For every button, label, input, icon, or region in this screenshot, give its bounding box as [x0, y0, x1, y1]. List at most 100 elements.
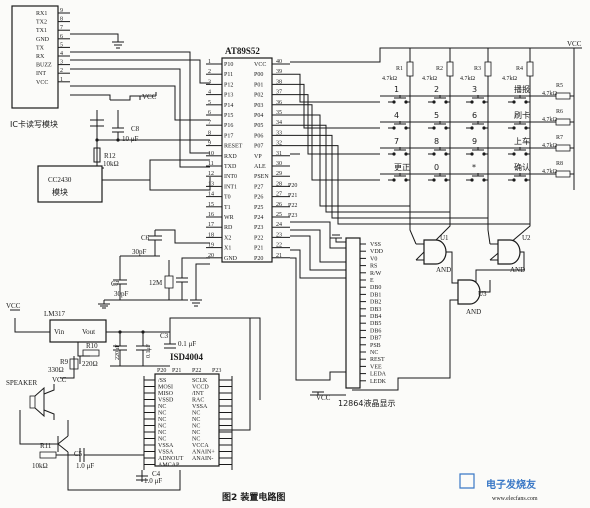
key-switch-icon	[388, 173, 410, 181]
isd-left-pin-label: MISO	[158, 391, 174, 397]
card-pin-label: GND	[36, 37, 50, 43]
resistor-value: 4.7kΩ	[382, 76, 398, 82]
and-gates: U1 AND U2 AND U3 AND	[352, 234, 531, 391]
key-contact	[432, 100, 436, 104]
gate-u2: U2 AND	[458, 234, 531, 298]
isd-left-pin-label: /SS	[158, 378, 166, 384]
isd-left-pin-label: NC	[158, 404, 166, 410]
mcu-right-pin-number: 28	[276, 181, 282, 187]
gate-u3-type: AND	[466, 308, 481, 316]
c6-value: 30pF	[132, 248, 147, 256]
isd-net-label: P21	[172, 368, 181, 374]
mcu-right-pin-label: P03	[254, 103, 263, 109]
mcu-right-pin-label: P23	[254, 225, 263, 231]
isd-left-pin-label: NC	[158, 424, 166, 430]
key-label: 9	[472, 137, 477, 146]
mcu-right-pin-number: 27	[276, 192, 282, 198]
isd-right-pin-label: NC	[192, 417, 200, 423]
key-switch-icon	[388, 95, 410, 103]
key-contact	[524, 100, 528, 104]
lcd-pin-label: V0	[370, 256, 377, 262]
card-pin-label: INT	[36, 71, 46, 77]
key-contact	[444, 126, 448, 130]
p0-row-wire	[290, 83, 380, 129]
lcd-pin-label: E	[370, 278, 374, 284]
isd-right-pin-label: ANAIN-	[192, 456, 213, 462]
mcu-right-pin-number: 30	[276, 161, 282, 167]
mcu-left-pin-number: 6	[208, 110, 211, 116]
gate-u1-name: U1	[440, 234, 449, 242]
mcu-right-pin-label: P01	[254, 82, 263, 88]
cc2430-module: CC2430 模块	[37, 159, 211, 203]
isd-right-pin-label: ANAIN+	[192, 450, 215, 456]
lcd-pin-label: R/W	[370, 271, 382, 277]
mcu-left-pin-number: 8	[208, 130, 211, 136]
resistor-name: R2	[436, 66, 443, 72]
key-switch-icon	[466, 147, 488, 155]
mcu-right-pin-label: VP	[254, 154, 262, 160]
mcu-right-pin-label: P22	[254, 235, 263, 241]
key-contact	[470, 178, 474, 182]
card-pin-label: TX1	[36, 28, 47, 34]
card-pin-number: 1	[60, 77, 63, 83]
mcu-right-pin-label: P00	[254, 72, 263, 78]
mcu-right-pin-label: ALE	[254, 164, 266, 170]
pullup-resistor	[555, 92, 571, 100]
isd-left-pin-label: AMCAP	[158, 463, 180, 469]
card-reader-box	[11, 5, 59, 109]
mcu-right-pin-label: P21	[254, 246, 263, 252]
pullup-resistor	[555, 144, 571, 152]
p0-row-wire	[290, 94, 380, 155]
isd-right-pin-label: NC	[192, 424, 200, 430]
resistor-name: R4	[516, 66, 523, 72]
isd-left-pin-label: VSSD	[158, 398, 174, 404]
lcd-connector	[345, 237, 361, 389]
key-switch-icon	[508, 121, 530, 129]
resistor-name: R7	[556, 135, 563, 141]
mcu-left-pin-number: 17	[208, 222, 214, 228]
key-switch-icon	[508, 147, 530, 155]
mcu-left-pin-label: P12	[224, 82, 233, 88]
c8-label: C8	[131, 125, 140, 133]
key-switch-icon	[428, 147, 450, 155]
resistor-value: 4.7kΩ	[460, 76, 476, 82]
key-contact	[444, 100, 448, 104]
mcu-right-pin-label: P25	[254, 205, 263, 211]
mcu-left-pin-number: 2	[208, 69, 211, 75]
mcu-left-pin-label: P16	[224, 123, 233, 129]
resistor-name: R8	[556, 161, 563, 167]
isd-left-pin-label: VSSA	[158, 450, 174, 456]
lcd-pin-label: DB1	[370, 292, 381, 298]
card-pin-number: 5	[60, 42, 63, 48]
card-reader-title: IC卡读写模块	[10, 119, 58, 129]
resistor-name: R3	[474, 66, 481, 72]
key-contact	[482, 126, 486, 130]
isd-right-pin-label: NC	[192, 437, 200, 443]
key-switch-icon	[388, 147, 410, 155]
key-contact	[524, 152, 528, 156]
pullup-resistor	[484, 61, 492, 77]
lcd-pin-label: NC	[370, 350, 378, 356]
mcu-left-pin-label: INT0	[224, 174, 237, 180]
oscillator-circuit: C6 30pF C7 30pF 12M	[98, 229, 210, 309]
p0-row-wire	[290, 73, 380, 103]
key-contact	[432, 152, 436, 156]
isd-net-label: P23	[212, 368, 221, 374]
key-label: 更正	[394, 163, 410, 172]
key-switch-icon	[508, 173, 530, 181]
mcu-right-pin-number: 38	[276, 79, 282, 85]
key-label: 上车	[514, 136, 530, 146]
isd-net-label: P22	[192, 368, 201, 374]
pullup-resistor	[555, 118, 571, 126]
gate-u1: U1 AND	[416, 234, 458, 284]
key-switch-icon	[508, 95, 530, 103]
key-contact	[482, 178, 486, 182]
mcu-right-pin-number: 23	[276, 232, 282, 238]
key-contact	[444, 152, 448, 156]
card-pin-label: RX1	[36, 11, 47, 17]
mcu-left-pin-label: WR	[224, 215, 234, 221]
isd-left-pin-label: NC	[158, 411, 166, 417]
resistor-name: R6	[556, 109, 563, 115]
mcu-left-pin-label: P14	[224, 103, 233, 109]
